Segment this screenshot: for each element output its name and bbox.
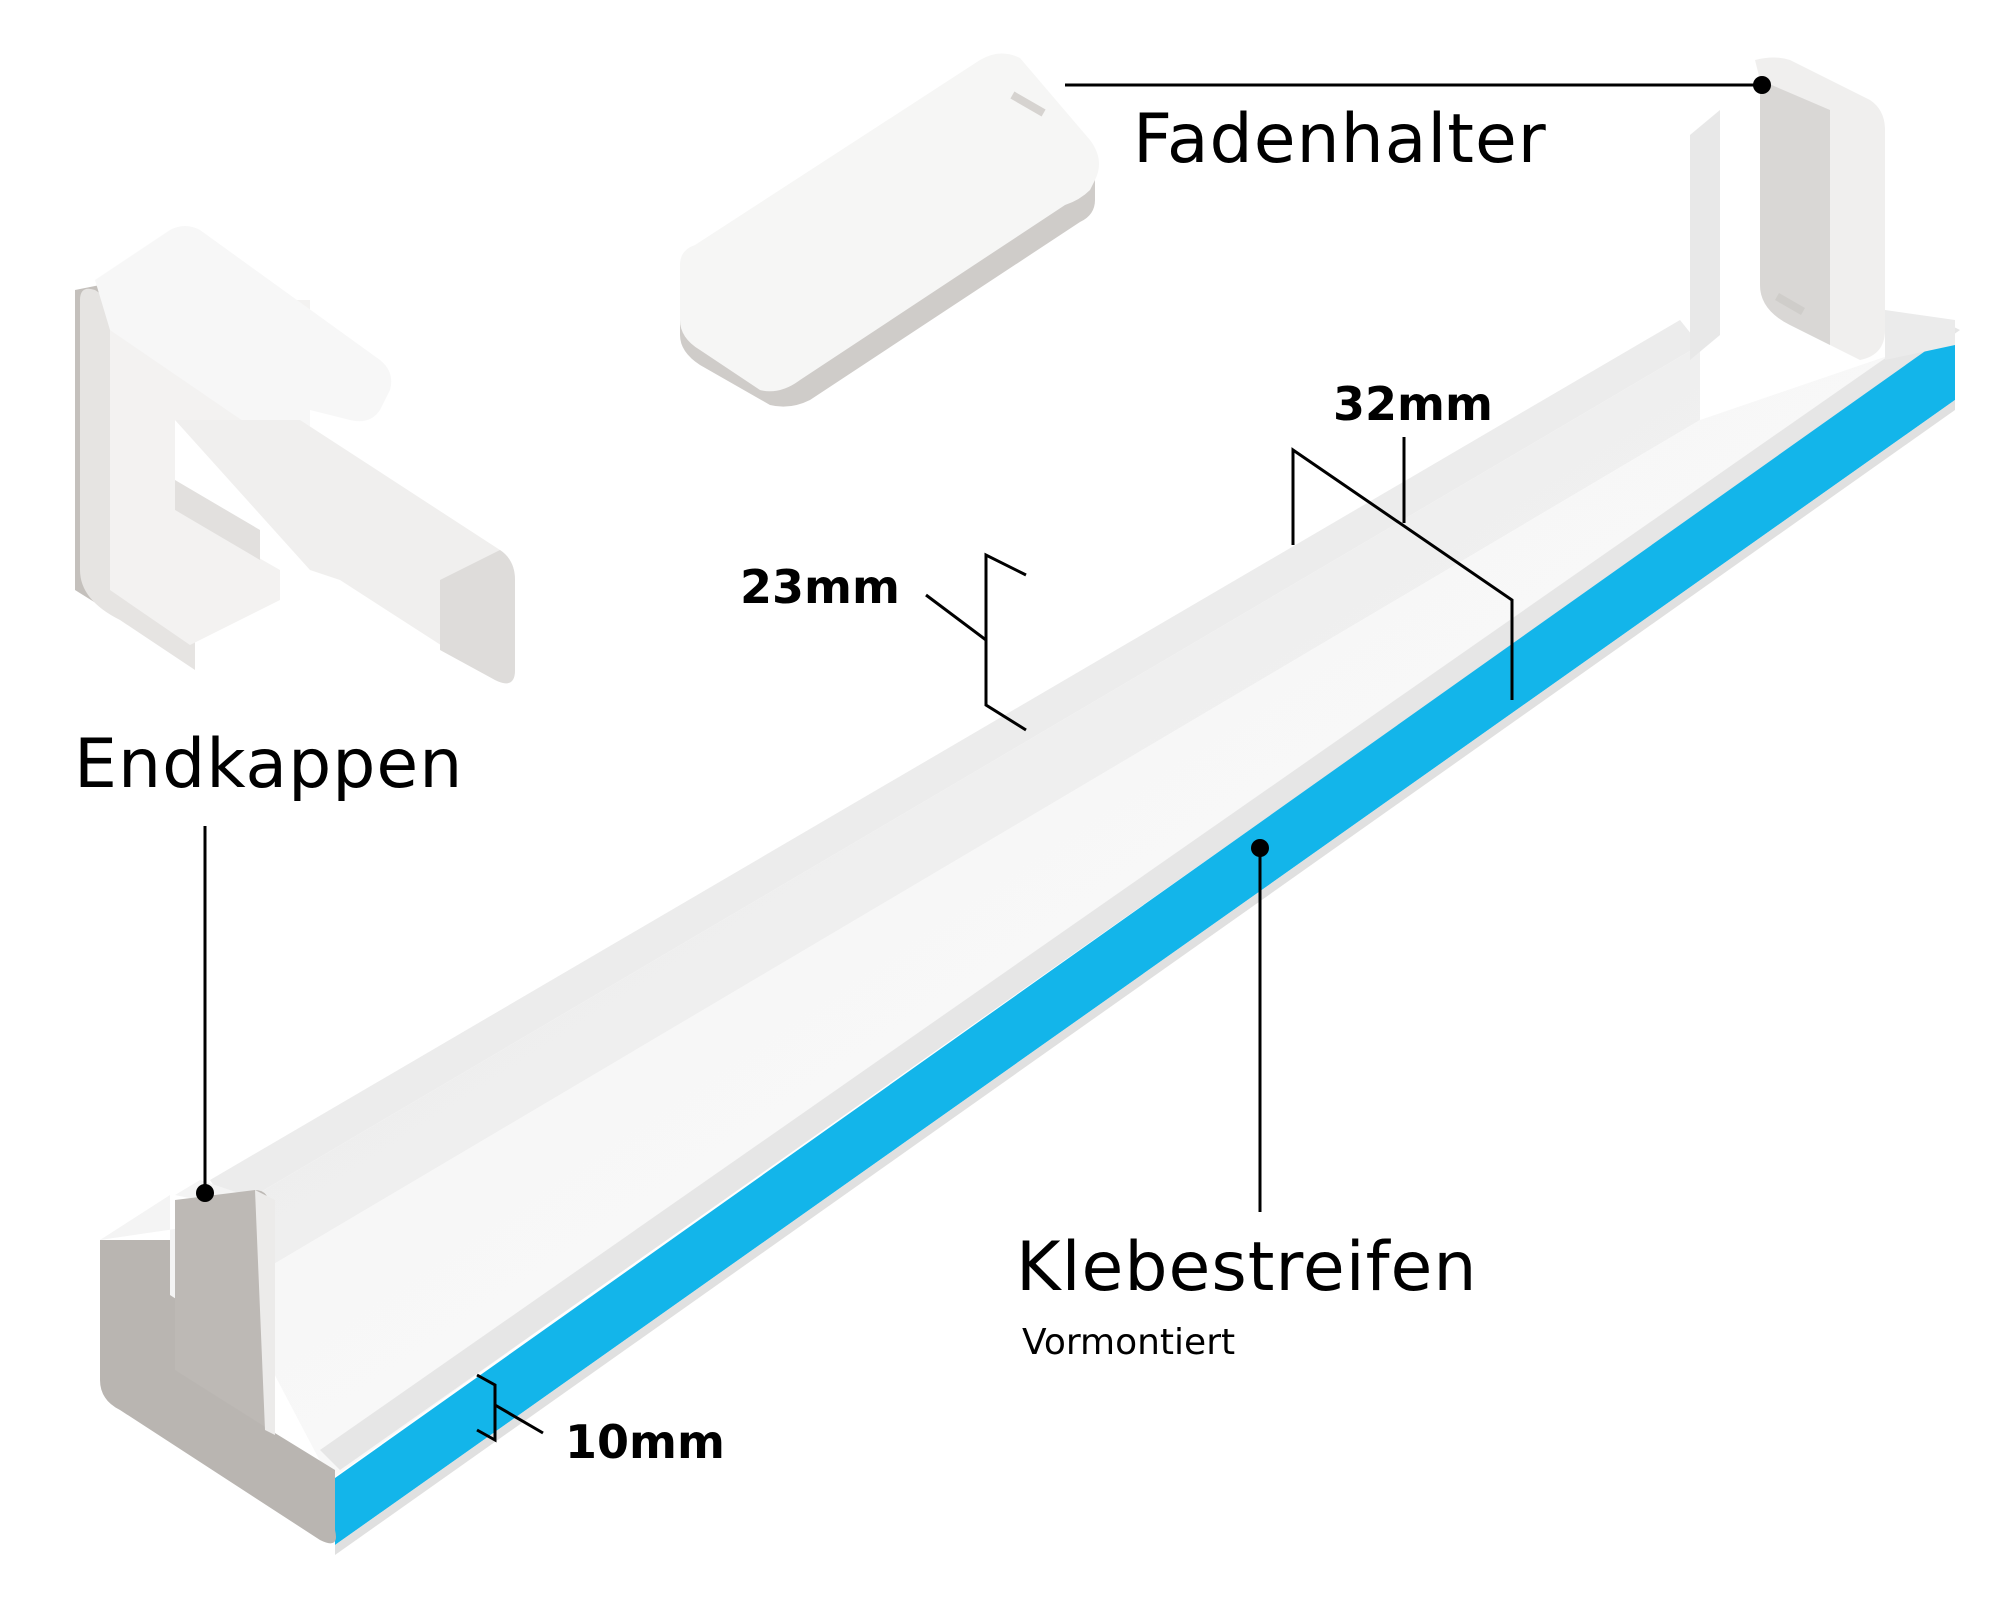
dimension-32mm: 32mm (1333, 377, 1493, 431)
label-klebestreifen-sub: Vormontiert (1022, 1322, 1236, 1363)
rail-channel (210, 320, 1960, 1555)
fadenhalter-dot (1753, 76, 1771, 94)
end-cap-mounted-left (100, 1180, 336, 1544)
thread-holder-exploded (680, 53, 1099, 407)
leader-lines (203, 83, 1762, 1443)
dimension-10mm: 10mm (565, 1415, 725, 1469)
dimension-23mm: 23mm (740, 560, 900, 614)
endkappen-dot (196, 1184, 214, 1202)
label-endkappen: Endkappen (74, 725, 464, 804)
leader-dots (196, 76, 1771, 1202)
label-klebestreifen: Klebestreifen (1016, 1228, 1478, 1307)
adhesive-strip (335, 330, 1955, 1545)
end-cap-mounted-right (1690, 57, 1955, 360)
end-cap-exploded (75, 226, 515, 684)
label-fadenhalter: Fadenhalter (1133, 100, 1547, 179)
klebestreifen-dot (1251, 839, 1269, 857)
